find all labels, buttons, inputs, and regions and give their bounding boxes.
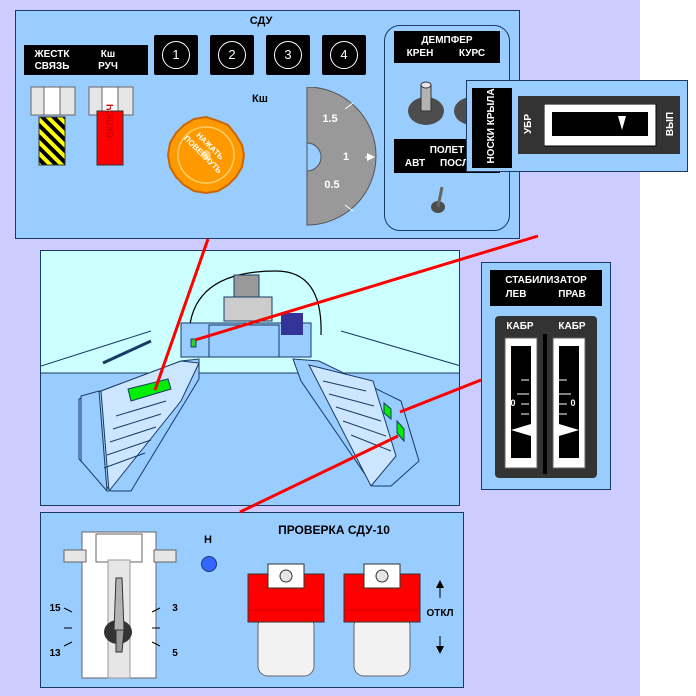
- slats-ubr: УБР: [523, 113, 534, 135]
- zhestk-svyaz-label: [24, 45, 148, 75]
- cockpit-view: [40, 250, 460, 506]
- gunsight-base: [223, 296, 273, 322]
- stabilizer-kabr-right: КАБР: [558, 321, 586, 332]
- ksh-ruch-switch[interactable]: [88, 85, 136, 169]
- scale-mark-05: 0.5: [324, 179, 340, 191]
- damper-kren: КРЕН: [406, 48, 434, 59]
- test-button-left[interactable]: [244, 560, 330, 682]
- cockpit-drawing: [41, 270, 459, 505]
- stabilizer-prav: ПРАВ: [558, 289, 586, 300]
- stabilizer-kabr-left: КАБР: [506, 321, 534, 332]
- noski-kryla-label: НОСКИ КРЫЛА: [486, 88, 497, 164]
- slats-pointer: [618, 116, 626, 130]
- damper-header: [394, 31, 500, 63]
- scale-mark-15: 1.5: [322, 113, 338, 125]
- push-turn-button[interactable]: [166, 115, 246, 195]
- dashboard-indicator: [190, 338, 197, 348]
- channel-1-button[interactable]: 1: [154, 35, 198, 75]
- arrow-up-icon: [436, 580, 444, 588]
- otkl-arrows: [436, 580, 444, 654]
- check-sdu-title: ПРОВЕРКА СДУ-10: [278, 523, 390, 537]
- arrow-down-icon: [436, 646, 444, 654]
- ksh-label: Кш: [252, 93, 268, 105]
- lamp-label: Н: [204, 534, 212, 546]
- dial-mark-3: 3: [172, 603, 178, 614]
- stabilizer-zero-left: 0: [510, 398, 516, 408]
- stabilizer-right-pointer: [559, 424, 579, 436]
- stabilizer-zero-right: 0: [570, 398, 576, 408]
- dial-mark-5: 5: [172, 648, 178, 659]
- dial-mark-13: 13: [49, 648, 61, 659]
- zhestk-svyaz-text: ЖЕСТК СВЯЗЬ: [34, 49, 70, 72]
- polet-avt: АВТ: [404, 158, 426, 169]
- scale-mark-1: 1: [342, 151, 350, 163]
- polet-title: ПОЛЕТ: [429, 145, 465, 156]
- noski-kryla-label-bg: [472, 88, 512, 168]
- channel-4-button[interactable]: 4: [322, 35, 366, 75]
- stabilizer-title: СТАБИЛИЗАТОР: [505, 275, 587, 286]
- slats-indicator: [544, 104, 657, 147]
- sdu-title: СДУ: [249, 15, 273, 27]
- otkl-label: ОТКЛ: [426, 608, 454, 619]
- stabilizer-gauges: [504, 334, 586, 474]
- polet-posl: ПОСЛ: [440, 158, 469, 169]
- damper-title: ДЕМПФЕР: [421, 35, 473, 46]
- polet-selector[interactable]: [424, 177, 468, 221]
- indicator-lamp: [201, 556, 217, 572]
- right-console-indicator-2: [396, 419, 405, 443]
- dial-mark-15: 15: [49, 603, 61, 614]
- channel-2-button[interactable]: 2: [210, 35, 254, 75]
- stabilizer-left-pointer: [511, 424, 531, 436]
- dashboard-screen: [281, 313, 303, 335]
- damper-kurs: КУРС: [458, 48, 486, 59]
- test-button-right[interactable]: [340, 560, 426, 682]
- switch-vertical-label: ВКЛЮЧ: [105, 104, 115, 138]
- right-console-indicator-1: [383, 401, 392, 421]
- zhestk-svyaz-switch[interactable]: [30, 85, 78, 169]
- stabilizer-lev: ЛЕВ: [505, 289, 527, 300]
- slats-vyp: ВЫП: [665, 111, 676, 137]
- ksh-ruch-text: Кш РУЧ: [98, 49, 118, 72]
- ksh-scale-dial[interactable]: [301, 87, 381, 231]
- sdu-panel: СДУ ЖЕСТК СВЯЗЬ Кш РУЧ ВКЛЮЧ 1 2 3 4 Кш …: [15, 10, 520, 239]
- gunsight-top: [233, 274, 260, 300]
- test-selector-switch[interactable]: [60, 530, 200, 680]
- channel-3-button[interactable]: 3: [266, 35, 310, 75]
